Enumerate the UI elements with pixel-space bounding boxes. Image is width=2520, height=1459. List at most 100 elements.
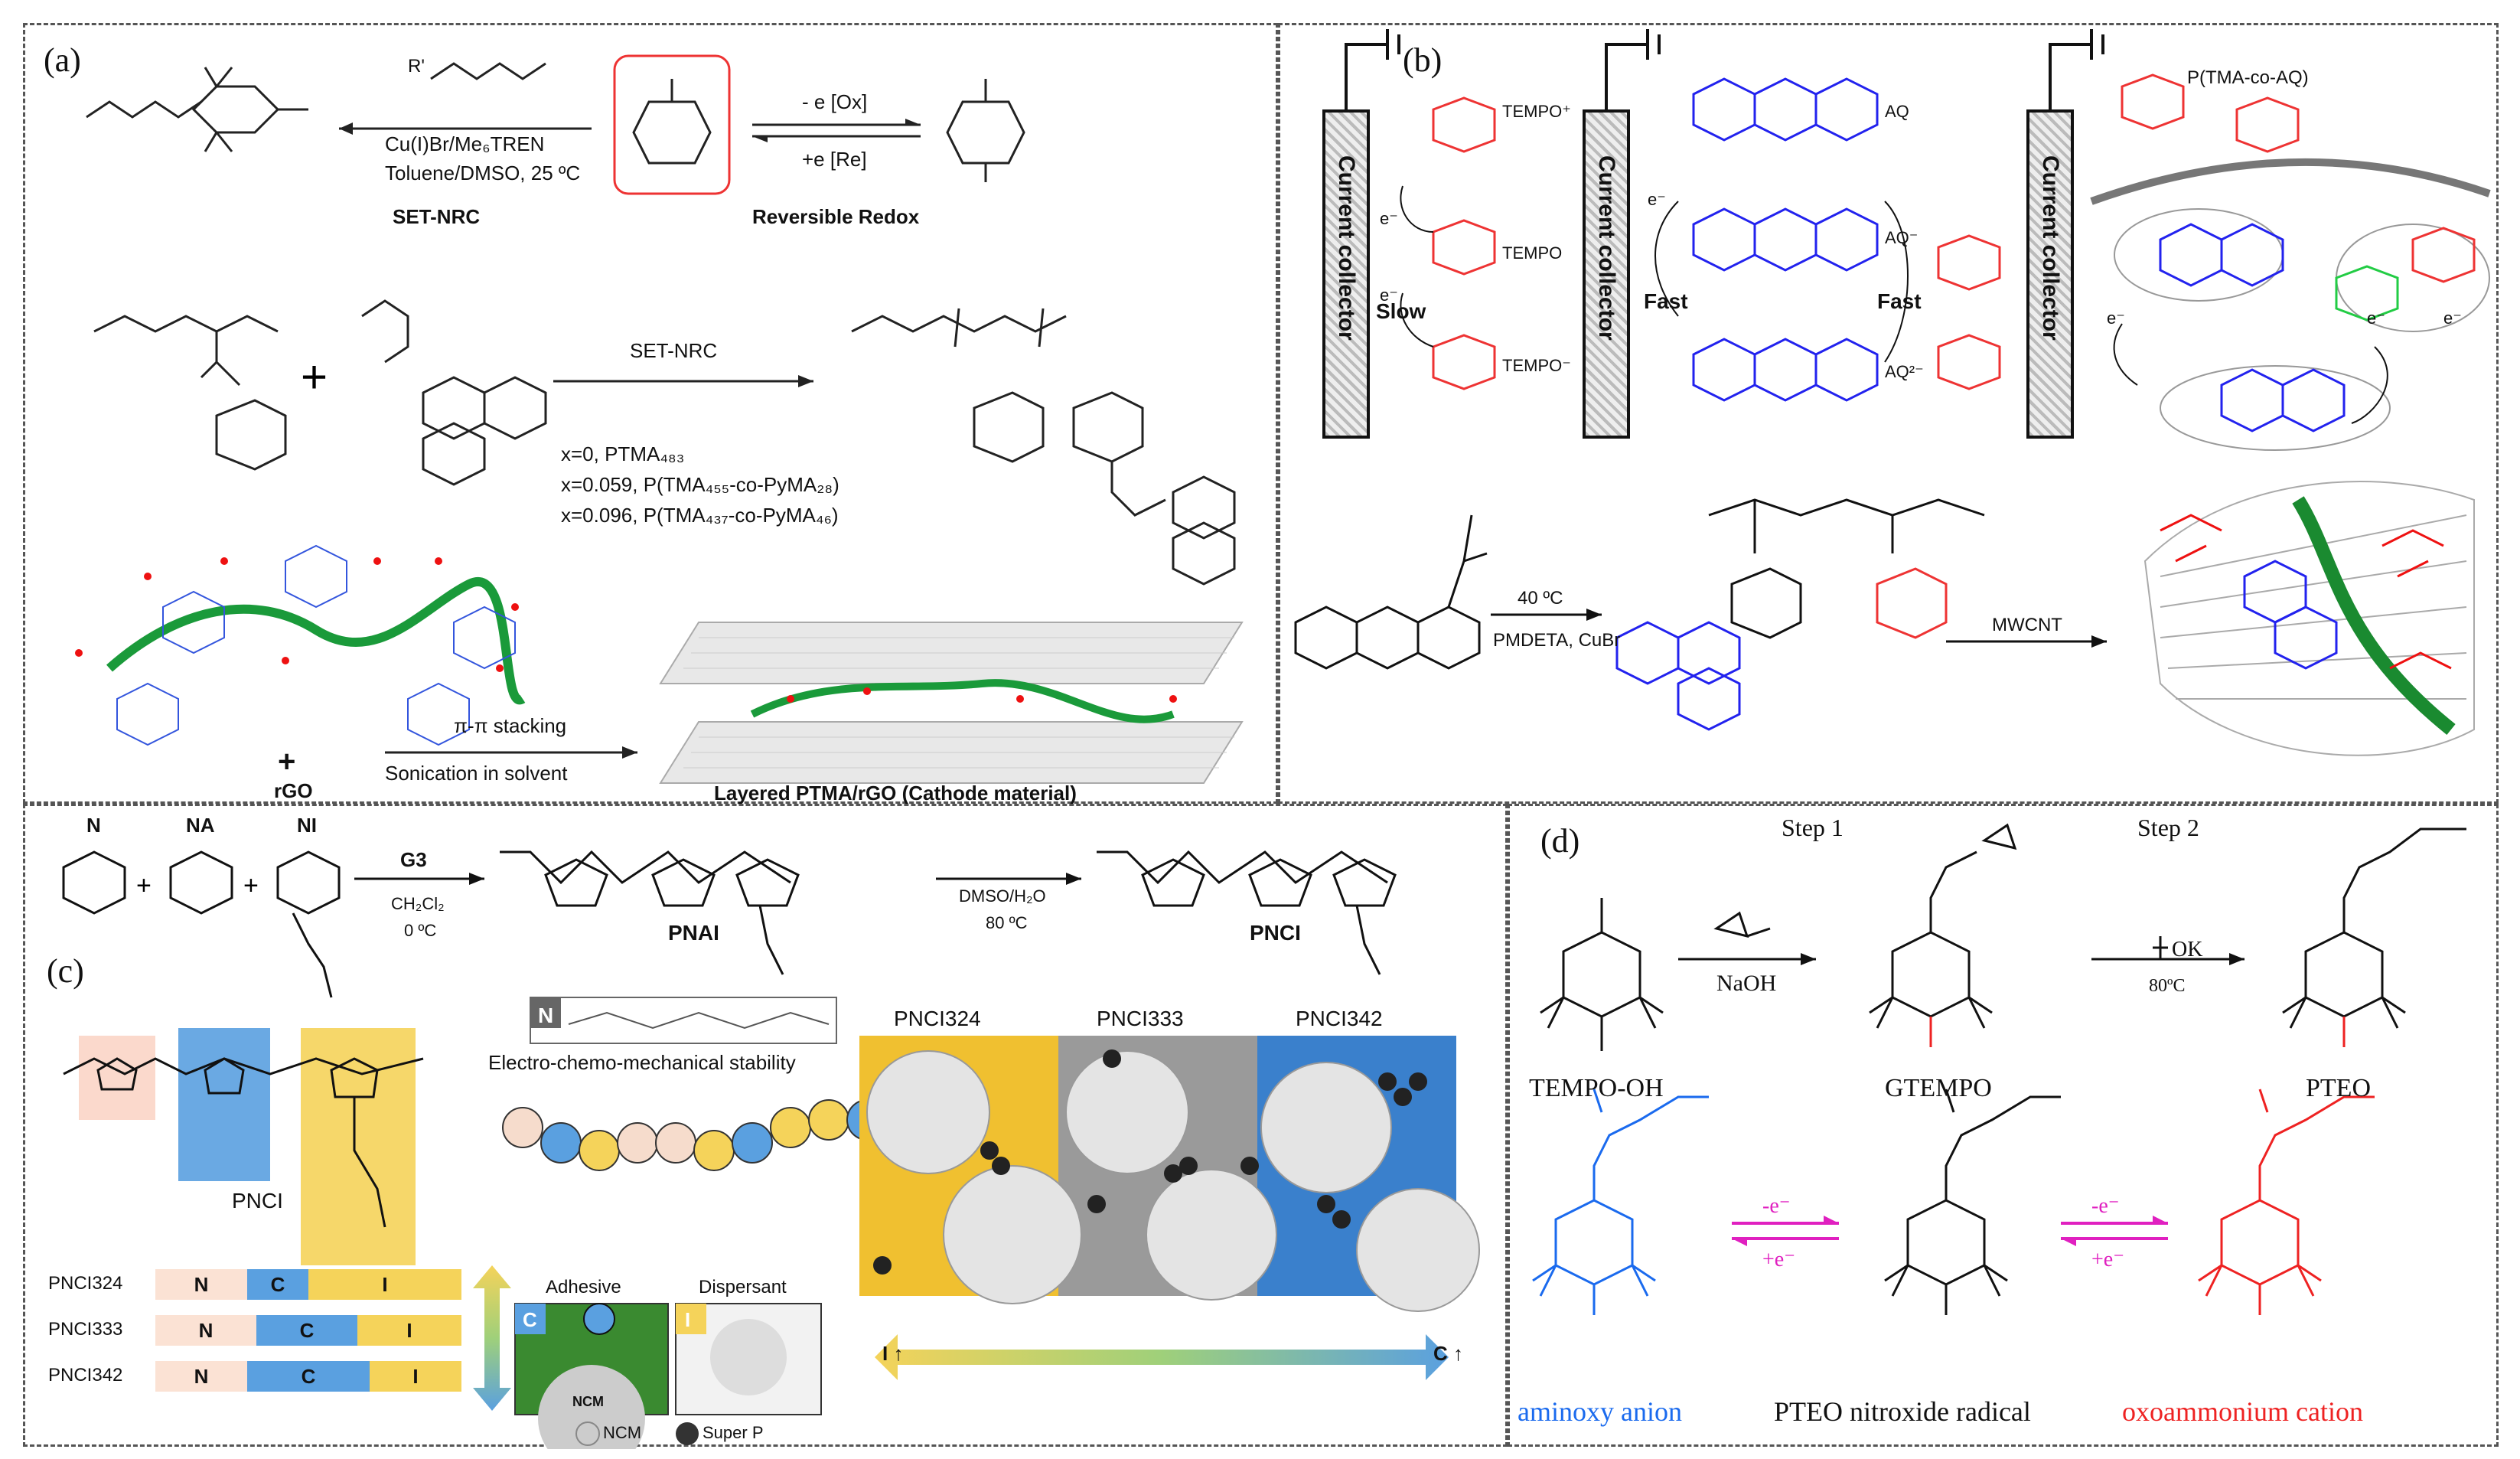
d-anion: aminoxy anion xyxy=(1518,1396,1682,1427)
d-step2: Step 2 xyxy=(2137,814,2199,841)
d-ok: OK xyxy=(2172,938,2203,961)
c-adhesive: Adhesive xyxy=(546,1277,621,1297)
bar-label-3: PNCI342 xyxy=(48,1365,123,1386)
d-plus-e1: +e⁻ xyxy=(1762,1248,1795,1271)
b-tempo-plus: TEMPO⁺ xyxy=(1502,102,1571,121)
panel-a-label: (a) xyxy=(44,41,81,79)
a-rprime: R' xyxy=(408,56,425,77)
c-dmso: DMSO/H₂O xyxy=(959,886,1046,906)
b-aq-2minus: AQ²⁻ xyxy=(1885,362,1924,381)
c-tile-1: PNCI324 xyxy=(894,1007,981,1030)
b-slow: Slow xyxy=(1376,299,1426,323)
b-e5: e⁻ xyxy=(2367,308,2385,328)
d-pteo: PTEO xyxy=(2306,1074,2371,1102)
svg-text:+: + xyxy=(301,351,328,403)
bar-pnci342-n: N xyxy=(155,1361,247,1392)
d-gtempo: GTEMPO xyxy=(1885,1074,1992,1102)
d-step1: Step 1 xyxy=(1782,814,1844,841)
b-ptma-co-aq: P(TMA-co-AQ) xyxy=(2187,67,2309,88)
d-minus-e2: -e⁻ xyxy=(2091,1194,2120,1218)
svg-text:I: I xyxy=(685,1308,690,1331)
b-temp: 40 ºC xyxy=(1518,588,1563,609)
a-reversible-redox: Reversible Redox xyxy=(752,205,920,228)
bar-pnci333-i: I xyxy=(357,1315,461,1346)
b-mwcnt: MWCNT xyxy=(1992,615,2062,635)
a-re: +e [Re] xyxy=(802,148,867,171)
current-collector-2 xyxy=(1583,109,1630,439)
a-layered: Layered PTMA/rGO (Cathode material) xyxy=(714,782,1077,805)
d-radical: PTEO nitroxide radical xyxy=(1774,1396,2031,1427)
bar-pnci333: N C I xyxy=(155,1315,461,1346)
bar-pnci324: N C I xyxy=(155,1269,461,1300)
c-tile-3: PNCI342 xyxy=(1296,1007,1383,1030)
svg-text:+: + xyxy=(243,871,259,900)
c-pnci: PNCI xyxy=(232,1189,283,1213)
c-legend-superp: Super P xyxy=(703,1423,764,1442)
panel-c-structures: + + xyxy=(62,850,1480,1449)
b-aq: AQ xyxy=(1885,102,1909,121)
b-fast-right: Fast xyxy=(1877,289,1922,313)
a-cond1: Cu(I)Br/Me₆TREN xyxy=(385,132,545,155)
b-tempo: TEMPO xyxy=(1502,243,1563,263)
bar-label-2: PNCI333 xyxy=(48,1319,123,1340)
d-minus-e1: -e⁻ xyxy=(1762,1194,1791,1218)
d-cation: oxoammonium cation xyxy=(2122,1396,2363,1427)
b-cat: PMDETA, CuBr xyxy=(1493,630,1621,651)
panel-c: (c) + + xyxy=(23,804,1508,1449)
svg-text:+: + xyxy=(136,871,152,900)
c-ecm: Electro-chemo-mechanical stability xyxy=(488,1051,796,1074)
panel-d: (d) xyxy=(1508,804,2499,1447)
a-set-nrc-label: SET-NRC xyxy=(393,205,481,228)
a-cond2: Toluene/DMSO, 25 ºC xyxy=(385,162,581,184)
bar-pnci342-i: I xyxy=(370,1361,461,1392)
a-rgo: rGO xyxy=(274,779,313,802)
b-e1: e⁻ xyxy=(1380,209,1398,228)
panel-b: (b) Current collector Current collector … xyxy=(1278,23,2499,804)
c-dispersant: Dispersant xyxy=(699,1277,787,1297)
panel-b-structures xyxy=(1294,29,2491,756)
a-x0: x=0, PTMA₄₈₃ xyxy=(561,442,685,465)
b-e4: e⁻ xyxy=(2107,308,2125,328)
c-ncm: NCM xyxy=(572,1394,604,1409)
a-stacking: π-π stacking xyxy=(454,714,567,737)
d-naoh: NaOH xyxy=(1716,971,1777,996)
b-fast-left: Fast xyxy=(1644,289,1688,313)
a-x2: x=0.096, P(TMA₄₃₇-co-PyMA₄₆) xyxy=(561,504,839,527)
c-legend-ncm: NCM xyxy=(603,1423,642,1442)
c-tile-2: PNCI333 xyxy=(1097,1007,1184,1030)
a-sonication: Sonication in solvent xyxy=(385,762,568,785)
bar-label-1: PNCI324 xyxy=(48,1273,123,1294)
c-g3: G3 xyxy=(400,848,427,871)
current-collector-3 xyxy=(2026,109,2074,439)
svg-text:N: N xyxy=(538,1004,553,1027)
bar-pnci324-n: N xyxy=(155,1269,247,1300)
panel-c-label: (c) xyxy=(47,952,84,990)
c-t0: 0 ºC xyxy=(404,921,437,940)
panel-a-structures: + xyxy=(75,54,1244,784)
panel-d-structures xyxy=(1532,823,2466,1315)
b-aq-minus: AQ⁻ xyxy=(1885,228,1919,247)
bar-pnci324-c: C xyxy=(247,1269,308,1300)
c-pnai: PNAI xyxy=(668,921,719,945)
bar-pnci324-i: I xyxy=(308,1269,461,1300)
bar-pnci333-c: C xyxy=(256,1315,357,1346)
b-e2: e⁻ xyxy=(1380,286,1398,305)
panel-b-label: (b) xyxy=(1403,41,1443,79)
a-ox: - e [Ox] xyxy=(802,90,868,113)
a-arrow-label: SET-NRC xyxy=(630,339,718,362)
d-tempo-oh: TEMPO-OH xyxy=(1529,1074,1664,1102)
b-tempo-minus: TEMPO⁻ xyxy=(1502,356,1571,375)
panel-d-label: (d) xyxy=(1540,822,1580,860)
current-collector-1 xyxy=(1322,109,1370,439)
bar-pnci333-n: N xyxy=(155,1315,256,1346)
c-na: NA xyxy=(186,814,215,837)
bar-pnci342-c: C xyxy=(247,1361,370,1392)
svg-text:C: C xyxy=(523,1308,537,1331)
a-plus: + xyxy=(278,745,296,778)
c-solv: CH₂Cl₂ xyxy=(391,894,445,913)
b-e6: e⁻ xyxy=(2443,308,2462,328)
c-t80: 80 ºC xyxy=(986,913,1028,932)
c-pnci-top: PNCI xyxy=(1250,921,1301,945)
b-e3: e⁻ xyxy=(1648,190,1666,209)
bar-pnci342: N C I xyxy=(155,1361,461,1392)
